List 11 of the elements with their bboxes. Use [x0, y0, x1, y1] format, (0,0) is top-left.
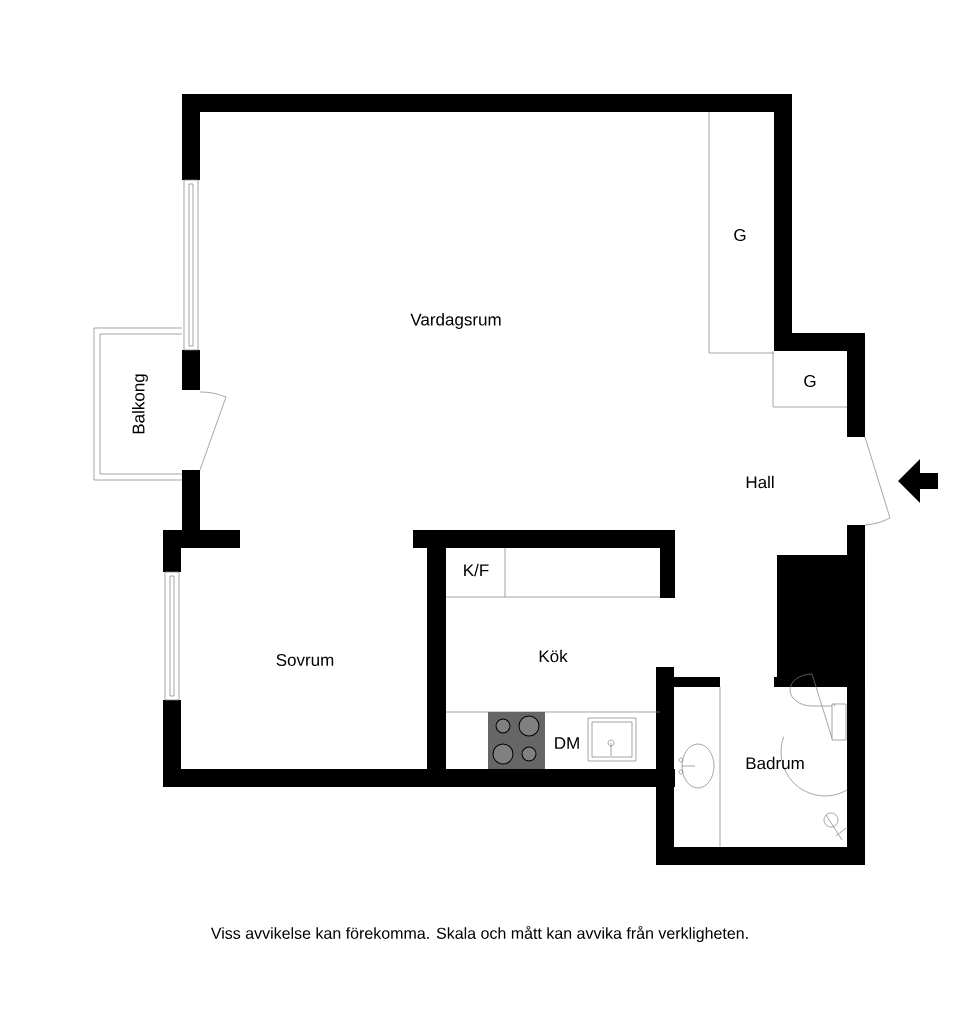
- room-label: Vardagsrum: [410, 313, 501, 329]
- room-label: Balkong: [132, 374, 148, 434]
- room-label: Hall: [746, 475, 774, 489]
- room-label: DM: [555, 737, 579, 749]
- room-label: Badrum: [746, 756, 804, 770]
- room-label: K/F: [464, 563, 489, 577]
- caption: Viss avvikelse kan förekomma. Skala och mått kan avvika från verkligheten.: [210, 925, 748, 943]
- room-label: Kök: [539, 649, 568, 663]
- room-label: G: [804, 375, 816, 388]
- room-label: G: [734, 229, 746, 242]
- room-label: Sovrum: [276, 654, 334, 667]
